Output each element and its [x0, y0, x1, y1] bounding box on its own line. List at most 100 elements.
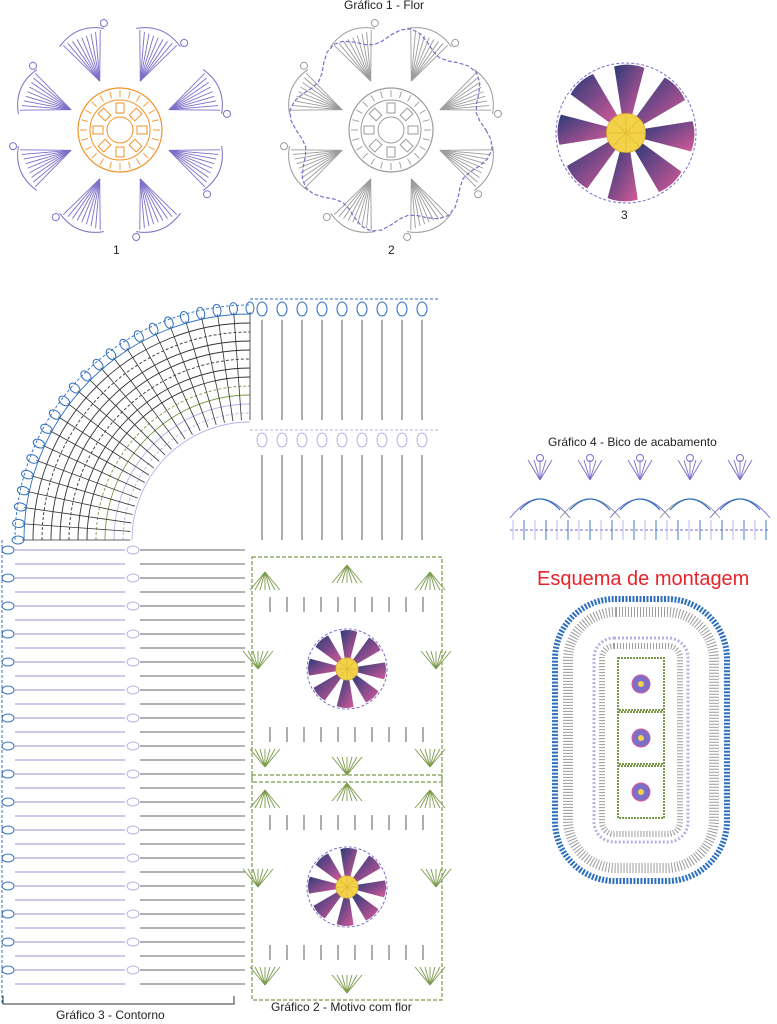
center-stitch [356, 146, 363, 151]
fan-stitch [429, 966, 446, 986]
radial-stitch [201, 317, 225, 423]
bobble-stitch [126, 573, 140, 583]
bobble-stitch [245, 301, 255, 315]
petal-edge [17, 69, 38, 114]
fan-stitch [420, 650, 437, 670]
bobble-stitch [256, 301, 268, 317]
fan-stitch [254, 789, 266, 809]
stitch [85, 35, 101, 82]
radial-stitch [126, 347, 186, 440]
stitch [23, 100, 72, 111]
fan-stitch [331, 564, 348, 584]
picot [28, 61, 37, 70]
stitch [292, 149, 343, 155]
bobble-stitch [1, 545, 15, 555]
stitch [290, 149, 343, 151]
fan-stitch [346, 564, 358, 584]
center-stitch [148, 109, 155, 114]
motif-block [617, 765, 665, 819]
stitch [27, 149, 72, 169]
bobble-stitch [376, 301, 388, 317]
stitch [439, 77, 478, 111]
fan-stitch [264, 748, 271, 768]
petal [339, 847, 359, 878]
center-stitch [109, 161, 112, 169]
stitch [333, 178, 372, 216]
petal [613, 64, 646, 117]
stitch [439, 149, 480, 178]
fan-stitch [264, 966, 276, 986]
bobble-stitch [336, 432, 348, 448]
stitch [294, 100, 343, 111]
petal-edge [136, 27, 181, 48]
picot [299, 61, 308, 70]
fan-stitch [264, 789, 271, 809]
picot [636, 454, 644, 462]
center-stitch [399, 161, 402, 169]
center-stitch [419, 146, 426, 151]
stitch [168, 149, 206, 188]
stitch [292, 105, 343, 111]
petal [335, 678, 355, 709]
bobble-stitch [1, 657, 15, 667]
stitch [439, 86, 482, 111]
bobble-stitch [1, 713, 15, 723]
stitch [300, 86, 343, 111]
stitch [410, 29, 412, 82]
fan-stitch [264, 571, 276, 591]
bobble-stitch [296, 301, 308, 317]
center-cluster [128, 107, 143, 122]
center-cluster [368, 107, 383, 122]
stitch [62, 44, 101, 82]
bobble-stitch [316, 301, 328, 317]
fan-stitch [633, 459, 641, 481]
stitch [67, 43, 101, 82]
fan-stitch [247, 868, 259, 888]
bobble-stitch [126, 797, 140, 807]
bobble-stitch [105, 348, 117, 361]
stitch [296, 95, 343, 111]
stitch [168, 149, 219, 155]
petal [439, 69, 502, 118]
fan-stitch [639, 459, 653, 481]
fan-stitch [264, 966, 281, 986]
center-stitch [99, 95, 104, 102]
fan-stitch [577, 459, 591, 481]
center-cluster [115, 146, 125, 158]
motif-frame [251, 556, 443, 783]
bobble-stitch [276, 301, 288, 317]
stitch [333, 44, 372, 82]
center-stitch [370, 95, 375, 102]
bobble-stitch [126, 601, 140, 611]
assembly-diagram-title: Esquema de montagem [537, 568, 750, 590]
center-stitch [352, 138, 360, 141]
stitch [370, 29, 372, 82]
picot [370, 19, 379, 28]
stitch [410, 178, 439, 219]
center-stitch [109, 91, 112, 99]
arch-inner [669, 498, 711, 511]
stitch [139, 29, 141, 82]
bobble-stitch [13, 502, 27, 512]
chart-title-border: Gráfico 3 - Contorno [56, 1008, 165, 1022]
stitch [33, 149, 72, 183]
fan-stitch [429, 571, 446, 591]
radial-stitch [100, 367, 172, 450]
stitch [300, 149, 343, 174]
stitch [62, 178, 101, 216]
stitch [439, 95, 486, 111]
bobble-stitch [1, 573, 15, 583]
stitch [410, 178, 412, 231]
petal [403, 178, 452, 241]
petal-edge [202, 146, 223, 191]
fan-stitch [589, 459, 597, 481]
stitch [410, 178, 421, 227]
fan-stitch [583, 459, 591, 481]
center-stitch [422, 119, 430, 122]
stitch [168, 82, 209, 111]
petal-edge [473, 69, 494, 114]
center-stitch [399, 91, 402, 99]
bobble-stitch [228, 302, 238, 316]
stitch [34, 149, 72, 188]
stitch [139, 44, 178, 82]
